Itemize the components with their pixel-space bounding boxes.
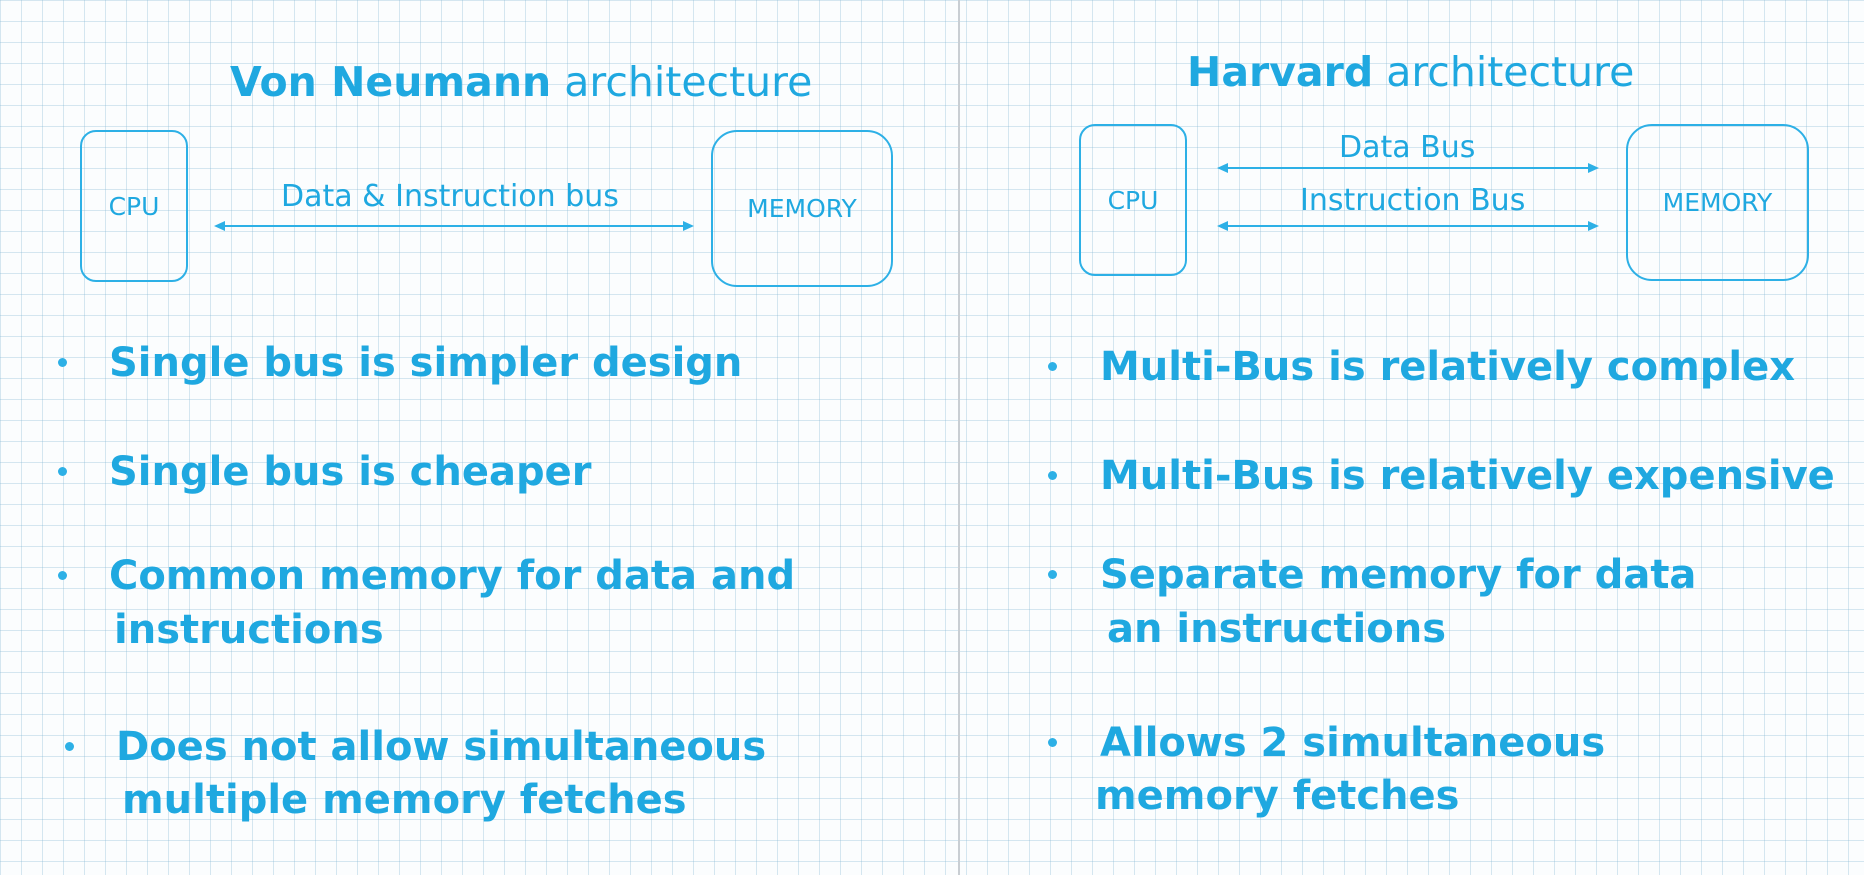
data-instruction-bus-label: Data & Instruction bus xyxy=(281,179,619,214)
bullet-line: Separate memory for data xyxy=(1100,552,1697,598)
panel-divider xyxy=(958,0,960,875)
bullet-dot xyxy=(58,467,67,476)
title-strong: Von Neumann xyxy=(230,58,552,106)
bullet-dot xyxy=(58,358,67,367)
title-light: architecture xyxy=(564,58,813,106)
bullet-dot xyxy=(58,571,67,580)
data-bus-arrow xyxy=(1217,163,1599,173)
bullet-dot xyxy=(1048,362,1057,371)
title-strong: Harvard xyxy=(1187,48,1374,96)
bullet-line: Single bus is cheaper xyxy=(109,449,592,495)
bullet-dot xyxy=(65,742,74,751)
memory-label: MEMORY xyxy=(747,194,857,223)
harvard-cpu-box: CPU xyxy=(1079,124,1187,276)
bullet-line: Multi-Bus is relatively expensive xyxy=(1100,453,1835,499)
bullet-line-continued: multiple memory fetches xyxy=(122,777,687,823)
bullet-dot xyxy=(1048,471,1057,480)
bullet-dot xyxy=(1048,738,1057,747)
bullet-line-continued: an instructions xyxy=(1107,606,1447,652)
von-neumann-memory-box: MEMORY xyxy=(711,130,893,287)
bullet-line-continued: instructions xyxy=(114,607,384,653)
instruction-bus-label: Instruction Bus xyxy=(1300,183,1526,218)
bullet-line-continued: memory fetches xyxy=(1095,773,1460,819)
von-neumann-title: Von Neumann architecture xyxy=(230,62,812,103)
bullet-line: Does not allow simultaneous xyxy=(116,724,767,770)
data-bus-label: Data Bus xyxy=(1339,130,1476,165)
harvard-memory-box: MEMORY xyxy=(1626,124,1809,281)
cpu-label: CPU xyxy=(108,191,160,221)
bullet-line: Multi-Bus is relatively complex xyxy=(1100,344,1796,390)
bullet-line: Allows 2 simultaneous xyxy=(1100,720,1606,766)
harvard-title: Harvard architecture xyxy=(1187,52,1634,93)
bullet-line: Single bus is simpler design xyxy=(109,340,743,386)
instruction-bus-arrow xyxy=(1217,221,1599,231)
data-instruction-bus-arrow xyxy=(214,221,694,231)
bullet-line: Common memory for data and xyxy=(109,553,796,599)
title-light: architecture xyxy=(1386,48,1635,96)
von-neumann-cpu-box: CPU xyxy=(80,130,188,282)
bullet-dot xyxy=(1048,570,1057,579)
memory-label: MEMORY xyxy=(1662,188,1773,217)
cpu-label: CPU xyxy=(1107,185,1159,215)
